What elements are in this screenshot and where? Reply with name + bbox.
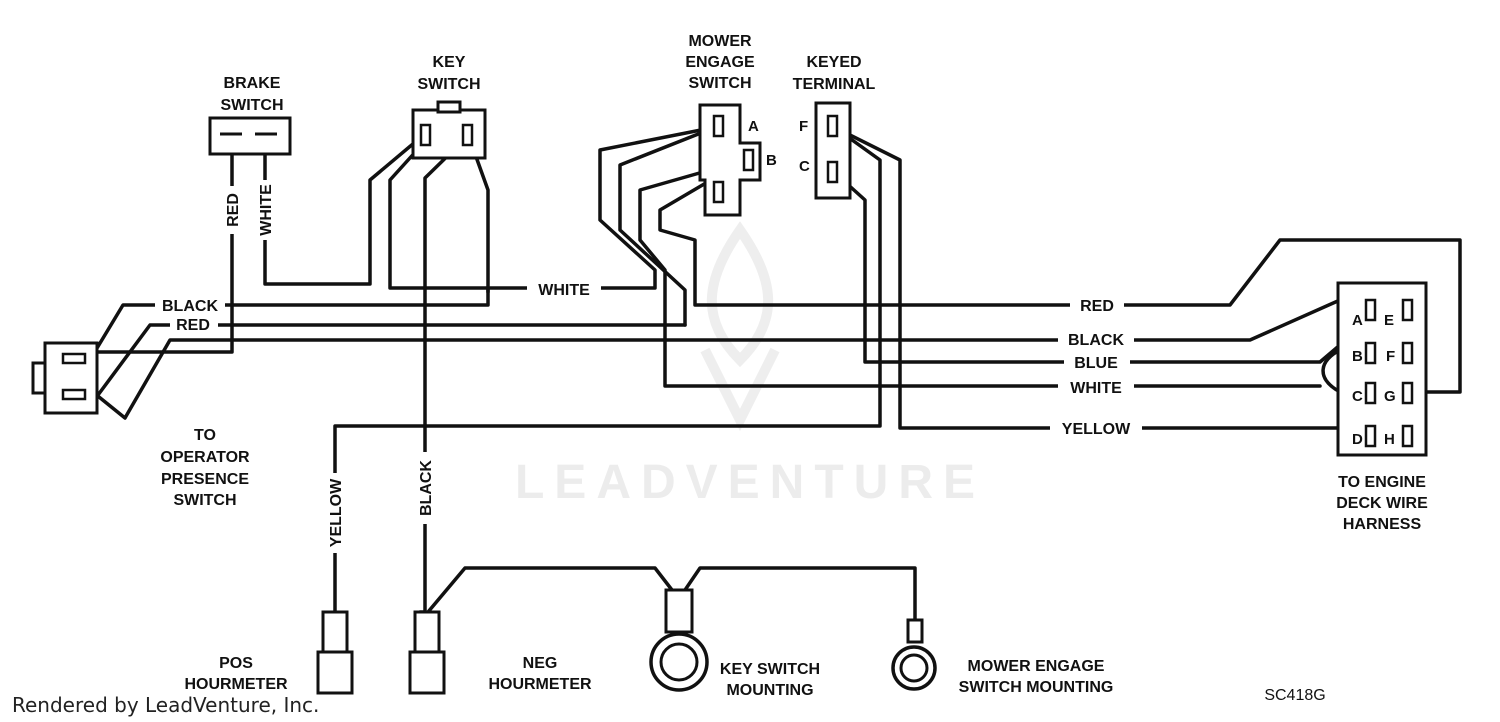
wire-label-yellow-right: YELLOW <box>1062 421 1131 438</box>
mower-mount-label-2: SWITCH MOUNTING <box>959 679 1114 696</box>
key-mount-label-2: MOUNTING <box>726 682 813 699</box>
operator-presence-connector: TO OPERATOR PRESENCE SWITCH <box>31 341 250 509</box>
key-mount-label-1: KEY SWITCH <box>720 661 820 678</box>
harness-pin-h: H <box>1384 431 1395 448</box>
harness-pin-g: G <box>1384 388 1396 405</box>
keyed-terminal-label-1: KEYED <box>806 54 861 71</box>
op-label-4: SWITCH <box>173 492 236 509</box>
key-switch-label-1: KEY <box>433 54 466 71</box>
wire-labels: RED WHITE YELLOW BLACK BLACK RED WHITE R… <box>155 180 1142 553</box>
key-switch-label-2: SWITCH <box>417 76 480 93</box>
wire-label-brake-red: RED <box>225 193 242 227</box>
harness-pin-d: D <box>1352 431 1363 448</box>
brake-switch-label-1: BRAKE <box>224 75 281 92</box>
neg-hourmeter-label-1: NEG <box>523 655 558 672</box>
op-label-2: OPERATOR <box>160 449 250 466</box>
harness-label-1: TO ENGINE <box>1338 474 1426 491</box>
op-label-1: TO <box>194 427 216 444</box>
diagram-code: SC418G <box>1264 687 1325 704</box>
watermark-text: LEADVENTURE <box>515 456 985 509</box>
key-switch: KEY SWITCH <box>411 54 487 160</box>
keyed-terminal: F C KEYED TERMINAL <box>793 54 876 200</box>
mower-mount-label-1: MOWER ENGAGE <box>968 658 1105 675</box>
wire-label-blue-right: BLUE <box>1074 355 1118 372</box>
mower-pin-a-label: A <box>748 118 759 135</box>
mower-engage-label-3: SWITCH <box>688 75 751 92</box>
harness-pin-a: A <box>1352 312 1363 329</box>
harness-pin-b: B <box>1352 348 1363 365</box>
harness-label-2: DECK WIRE <box>1336 495 1428 512</box>
wire-label-black-right: BLACK <box>1068 332 1124 349</box>
neg-hourmeter-label-2: HOURMETER <box>488 676 592 693</box>
keyed-pin-f-label: F <box>799 118 808 135</box>
pos-hourmeter-terminal: POS HOURMETER <box>184 610 354 695</box>
pos-hourmeter-label-2: HOURMETER <box>184 676 288 693</box>
mower-engage-label-2: ENGAGE <box>685 54 755 71</box>
mower-pin-b-label: B <box>766 152 777 169</box>
harness-pin-f: F <box>1386 348 1395 365</box>
harness-pin-e: E <box>1384 312 1394 329</box>
harness-pin-c: C <box>1352 388 1363 405</box>
mower-engage-label-1: MOWER <box>688 33 752 50</box>
wire-label-black-top: BLACK <box>162 298 218 315</box>
harness-label-3: HARNESS <box>1343 516 1422 533</box>
engine-deck-harness-connector: A B C D E F G H TO ENGINE DECK WIRE HARN… <box>1336 281 1428 533</box>
op-label-3: PRESENCE <box>161 471 249 488</box>
wire-label-black-vertical: BLACK <box>418 460 435 516</box>
watermark-logo-icon <box>700 221 780 432</box>
neg-hourmeter-terminal: NEG HOURMETER <box>408 610 592 695</box>
credit-text: Rendered by LeadVenture, Inc. <box>12 693 319 717</box>
wire-label-yellow-vertical: YELLOW <box>328 478 345 547</box>
wire-label-brake-white: WHITE <box>258 184 275 236</box>
keyed-terminal-label-2: TERMINAL <box>793 76 876 93</box>
mower-engage-mounting-terminal: MOWER ENGAGE SWITCH MOUNTING <box>891 618 1114 696</box>
watermark: LEADVENTURE <box>515 221 985 509</box>
wire-label-white-right: WHITE <box>1070 380 1122 397</box>
keyed-pin-c-label: C <box>799 158 810 175</box>
wire-label-red-top: RED <box>176 317 210 334</box>
wire-label-red-right: RED <box>1080 298 1114 315</box>
wires <box>76 125 1462 622</box>
mower-engage-switch: A B MOWER ENGAGE SWITCH <box>685 33 777 217</box>
key-switch-mounting-terminal: KEY SWITCH MOUNTING <box>649 588 820 699</box>
brake-switch: BRAKE SWITCH <box>208 75 292 156</box>
wire-label-white-mid: WHITE <box>538 282 590 299</box>
brake-switch-label-2: SWITCH <box>220 97 283 114</box>
pos-hourmeter-label-1: POS <box>219 655 253 672</box>
